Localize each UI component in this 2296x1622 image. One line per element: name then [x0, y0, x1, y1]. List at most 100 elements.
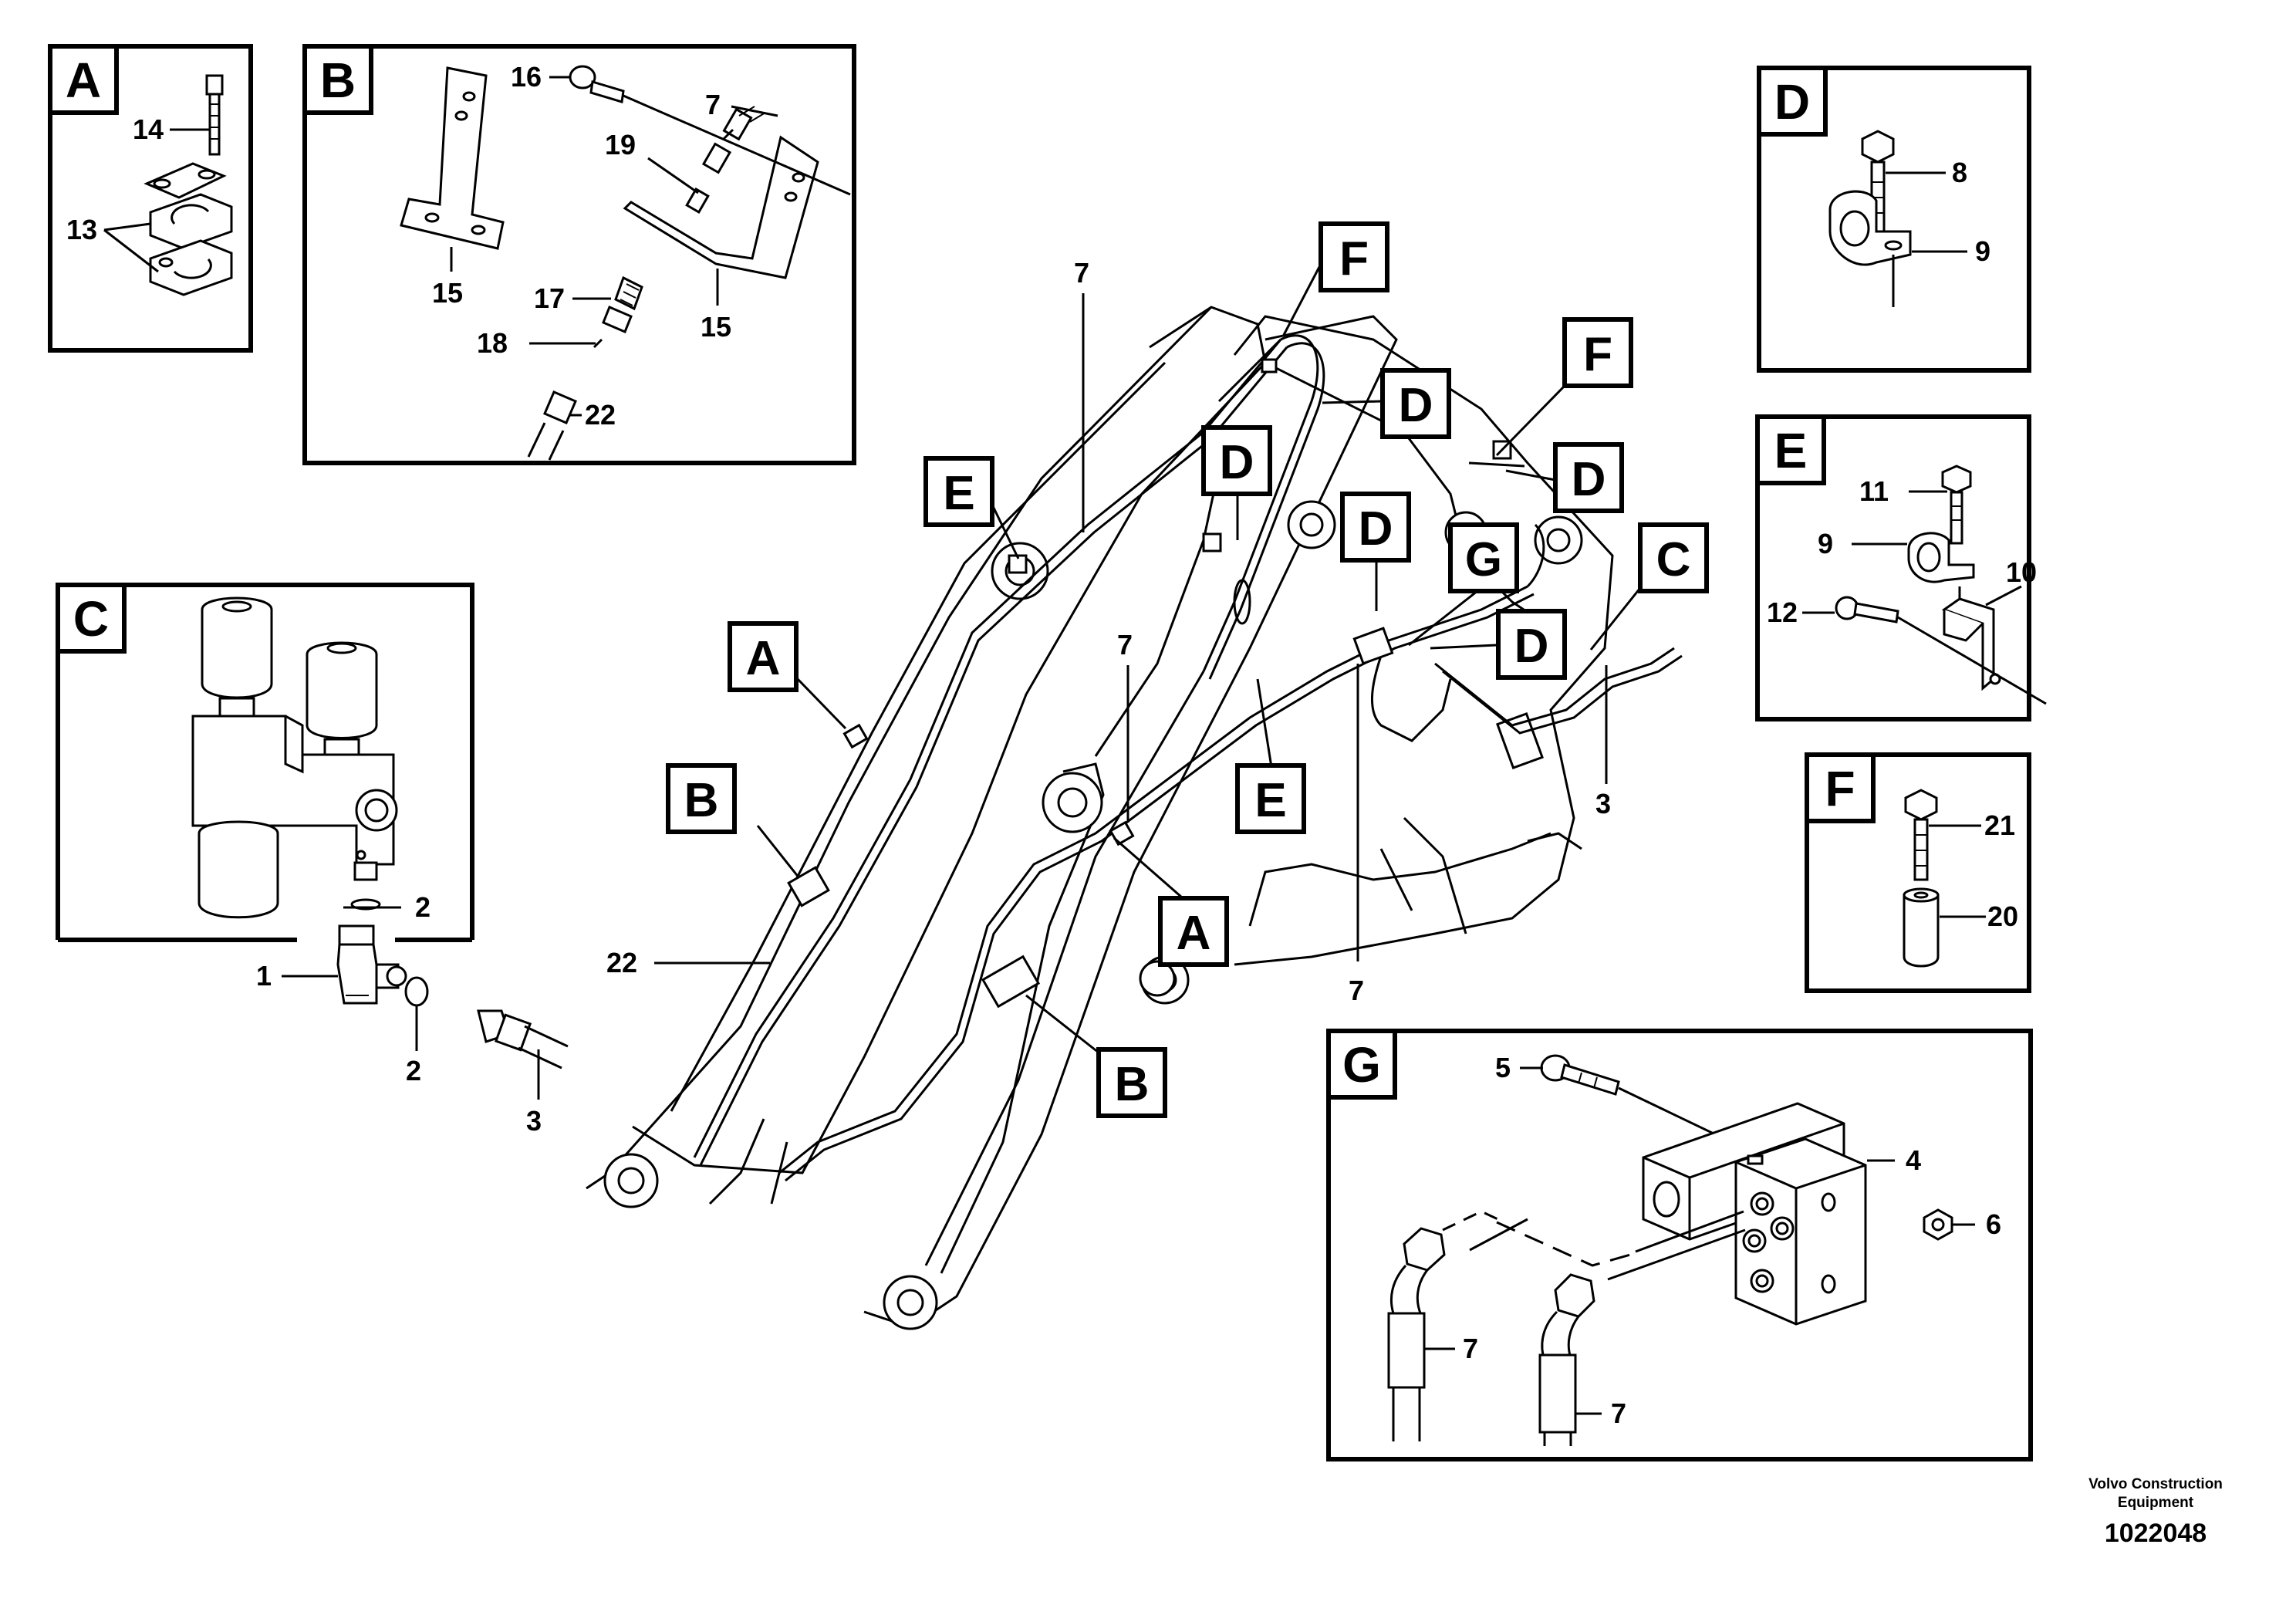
left-lift-arm-drawing: [586, 306, 1267, 1208]
hose-7-right-drawing: [1538, 1273, 1595, 1446]
tee-fitting-drawing: [336, 861, 407, 1005]
part-number-15-right: 15: [701, 311, 731, 343]
callout-a-lower-letter: A: [1177, 907, 1211, 960]
clamp-plate-drawing: [144, 162, 227, 199]
bolt-16-drawing: [569, 65, 625, 103]
part-number-4: 4: [1906, 1144, 1921, 1176]
callout-d-right-letter: D: [1572, 453, 1606, 506]
footer-company-line1: Volvo Construction: [2088, 1476, 2223, 1492]
part-number-16: 16: [511, 61, 542, 93]
part-number-10: 10: [2006, 556, 2037, 588]
callout-a-upper: [728, 621, 799, 692]
callout-b-upper: [666, 763, 737, 834]
main-part-number-7-middle: 7: [1117, 629, 1133, 661]
panel-a-label-box: [48, 44, 119, 115]
panel-g-label-box: [1326, 1029, 1397, 1100]
detail-panel-c: C: [56, 583, 569, 1137]
part-number-1: 1: [256, 960, 272, 992]
main-view-part-numbers: 7 7 7 3 22: [606, 257, 1611, 1006]
nut-6-drawing: [1923, 1208, 1953, 1241]
panel-b-letter: B: [320, 52, 356, 108]
callout-d-center: [1340, 492, 1411, 563]
p-clamp-9-drawing: [1828, 190, 1912, 266]
detail-panel-d: D 8 9: [1757, 66, 2031, 373]
footer: Volvo Construction Equipment 1022048: [2088, 1476, 2223, 1548]
panel-f-frame: [1805, 752, 2031, 993]
callout-e-lower: [1235, 763, 1306, 834]
part-number-8: 8: [1952, 157, 1967, 188]
callout-b-upper-letter: B: [684, 774, 719, 827]
hose-clamp-marks-drawing: [787, 358, 1512, 1009]
accumulator-right-drawing: [306, 641, 378, 761]
detail-panel-b: B: [302, 44, 856, 465]
spacer-20-drawing: [1903, 887, 1940, 968]
detail-panel-e: E 11 9 10 12: [1755, 414, 2047, 721]
callout-f-upper-left-letter: F: [1339, 232, 1369, 286]
valve-block-drawing: [1642, 1102, 1867, 1326]
part-number-5: 5: [1495, 1052, 1511, 1083]
callout-f-upper-right-letter: F: [1583, 328, 1612, 381]
callout-d-left: [1201, 425, 1272, 496]
part-number-19: 19: [605, 129, 636, 161]
bracket-right-drawing: [623, 135, 819, 279]
panel-c-label-box: [56, 583, 127, 654]
panel-d-label-box: [1757, 66, 1828, 137]
callout-e-left: [923, 456, 994, 527]
part-number-7: 7: [705, 89, 721, 120]
panel-d-frame: [1757, 66, 2031, 373]
clamp-halves-drawing: [149, 193, 233, 296]
detail-panel-a: A 14 13: [48, 44, 253, 353]
callout-d-top: [1380, 368, 1451, 439]
detail-panel-g: G: [1326, 1029, 2033, 1461]
callout-c-letter: C: [1656, 533, 1691, 586]
panel-b-frame: [302, 44, 856, 465]
loader-frame-assembly: [586, 306, 1683, 1330]
panel-e-frame: [1755, 414, 2031, 721]
detail-panel-f: F 21 20: [1805, 752, 2031, 993]
bracket-10-drawing: [1941, 597, 2001, 691]
bracket-left-drawing: [400, 66, 505, 250]
main-part-number-7-bottom: 7: [1349, 975, 1364, 1006]
accumulator-block-drawing: [191, 715, 398, 866]
footer-company-line2: Equipment: [2118, 1495, 2194, 1511]
panel-g-frame: [1326, 1029, 2033, 1461]
part-number-7-right: 7: [1611, 1397, 1626, 1429]
bolt-12-drawing: [1835, 596, 1899, 623]
part-number-9-e: 9: [1818, 528, 1833, 559]
panel-a-letter: A: [66, 52, 101, 108]
part-number-7-left: 7: [1463, 1333, 1478, 1364]
callout-b-lower-letter: B: [1115, 1058, 1150, 1111]
part-number-20: 20: [1987, 901, 2018, 932]
part-number-2-lower: 2: [406, 1055, 421, 1086]
main-part-number-7-top: 7: [1074, 257, 1089, 289]
fitting-19-drawing: [685, 107, 753, 214]
part-number-14: 14: [133, 113, 164, 145]
part-number-22: 22: [585, 399, 616, 431]
callout-g-letter: G: [1465, 533, 1502, 586]
callout-d-top-letter: D: [1399, 379, 1433, 432]
callout-d-lower: [1496, 609, 1567, 680]
callout-a-upper-letter: A: [746, 632, 781, 685]
callout-f-upper-right: [1562, 317, 1633, 388]
callout-d-left-letter: D: [1220, 436, 1254, 489]
part-number-3: 3: [526, 1105, 542, 1137]
part-number-13: 13: [66, 214, 97, 245]
main-part-number-22: 22: [606, 947, 637, 978]
callout-d-center-letter: D: [1359, 502, 1393, 556]
panel-d-letter: D: [1774, 74, 1810, 130]
panel-e-letter: E: [1774, 423, 1808, 478]
bolt-11-drawing: [1941, 465, 1972, 545]
hose-7-left-drawing: [1387, 1210, 1528, 1441]
callout-e-left-letter: E: [943, 467, 974, 520]
callout-f-upper-left: [1319, 221, 1389, 292]
callout-e-lower-letter: E: [1254, 774, 1286, 827]
panel-c-letter: C: [73, 591, 109, 647]
panel-f-letter: F: [1825, 761, 1855, 816]
bolt-drawing: [205, 74, 224, 156]
o-ring-drawing: [404, 976, 429, 1007]
fitting-17-drawing: [602, 275, 643, 333]
callout-d-lower-letter: D: [1514, 620, 1549, 673]
figure-number: 1022048: [2105, 1519, 2207, 1548]
part-number-21: 21: [1984, 809, 2015, 841]
part-number-6: 6: [1986, 1208, 2001, 1240]
